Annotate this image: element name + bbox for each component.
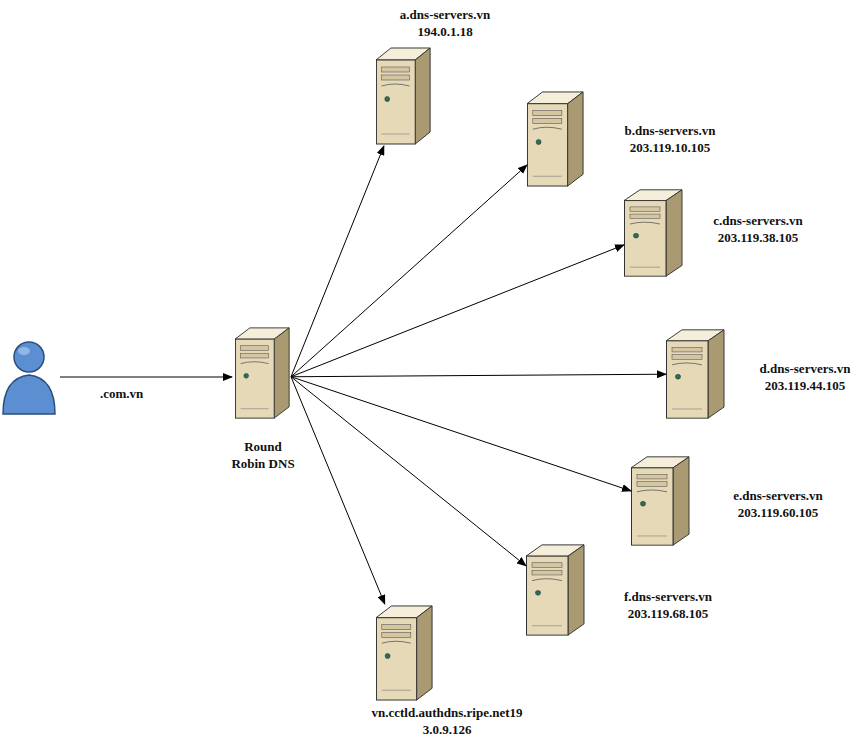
server-symbol bbox=[376, 46, 432, 146]
server-caption: Round Robin DNS bbox=[227, 438, 299, 472]
request-arrow bbox=[60, 377, 232, 378]
server-symbol bbox=[526, 543, 586, 637]
host-name: Round Robin DNS bbox=[227, 438, 299, 472]
server-caption: c.dns-servers.vn203.119.38.105 bbox=[678, 212, 838, 246]
user-icon bbox=[3, 342, 55, 414]
query-arrow bbox=[291, 377, 385, 604]
query-arrow bbox=[291, 377, 631, 491]
server-caption: vn.cctld.authdns.ripe.net193.0.9.126 bbox=[317, 704, 577, 738]
server-symbol bbox=[631, 455, 691, 547]
server-symbol bbox=[527, 90, 585, 188]
host-name: a.dns-servers.vn bbox=[360, 6, 530, 23]
host-name: c.dns-servers.vn bbox=[678, 212, 838, 229]
query-arrow bbox=[291, 377, 526, 566]
ip-address: 203.119.60.105 bbox=[703, 504, 853, 521]
ip-address: 203.119.38.105 bbox=[678, 229, 838, 246]
server-symbol bbox=[376, 604, 434, 702]
ip-address: 203.119.44.105 bbox=[745, 377, 865, 394]
host-name: vn.cctld.authdns.ripe.net19 bbox=[317, 704, 577, 721]
server-node: f.dns-servers.vn203.119.68.105 bbox=[526, 543, 586, 637]
server-caption: a.dns-servers.vn194.0.1.18 bbox=[360, 6, 530, 40]
server-node: a.dns-servers.vn194.0.1.18 bbox=[376, 46, 432, 146]
server-node: b.dns-servers.vn203.119.10.105 bbox=[527, 90, 585, 188]
server-caption: e.dns-servers.vn203.119.60.105 bbox=[703, 487, 853, 521]
ip-address: 203.119.10.105 bbox=[590, 139, 750, 156]
server-symbol bbox=[624, 188, 684, 278]
server-node: e.dns-servers.vn203.119.60.105 bbox=[631, 455, 691, 547]
server-node: Round Robin DNS bbox=[235, 326, 291, 420]
query-label: .com.vn bbox=[100, 385, 143, 402]
ip-address: 3.0.9.126 bbox=[317, 721, 577, 738]
query-arrow bbox=[291, 374, 666, 377]
host-name: e.dns-servers.vn bbox=[703, 487, 853, 504]
host-name: f.dns-servers.vn bbox=[593, 588, 743, 605]
server-caption: b.dns-servers.vn203.119.10.105 bbox=[590, 122, 750, 156]
query-arrow bbox=[291, 146, 384, 377]
server-node: d.dns-servers.vn203.119.44.105 bbox=[666, 328, 726, 420]
server-node: c.dns-servers.vn203.119.38.105 bbox=[624, 188, 684, 278]
server-caption: d.dns-servers.vn203.119.44.105 bbox=[745, 360, 865, 394]
query-arrow bbox=[291, 165, 527, 377]
ip-address: 194.0.1.18 bbox=[360, 23, 530, 40]
ip-address: 203.119.68.105 bbox=[593, 605, 743, 622]
query-arrow bbox=[291, 245, 624, 377]
server-caption: f.dns-servers.vn203.119.68.105 bbox=[593, 588, 743, 622]
host-name: d.dns-servers.vn bbox=[745, 360, 865, 377]
host-name: b.dns-servers.vn bbox=[590, 122, 750, 139]
server-node: vn.cctld.authdns.ripe.net193.0.9.126 bbox=[376, 604, 434, 702]
server-symbol bbox=[235, 326, 291, 420]
server-symbol bbox=[666, 328, 726, 420]
